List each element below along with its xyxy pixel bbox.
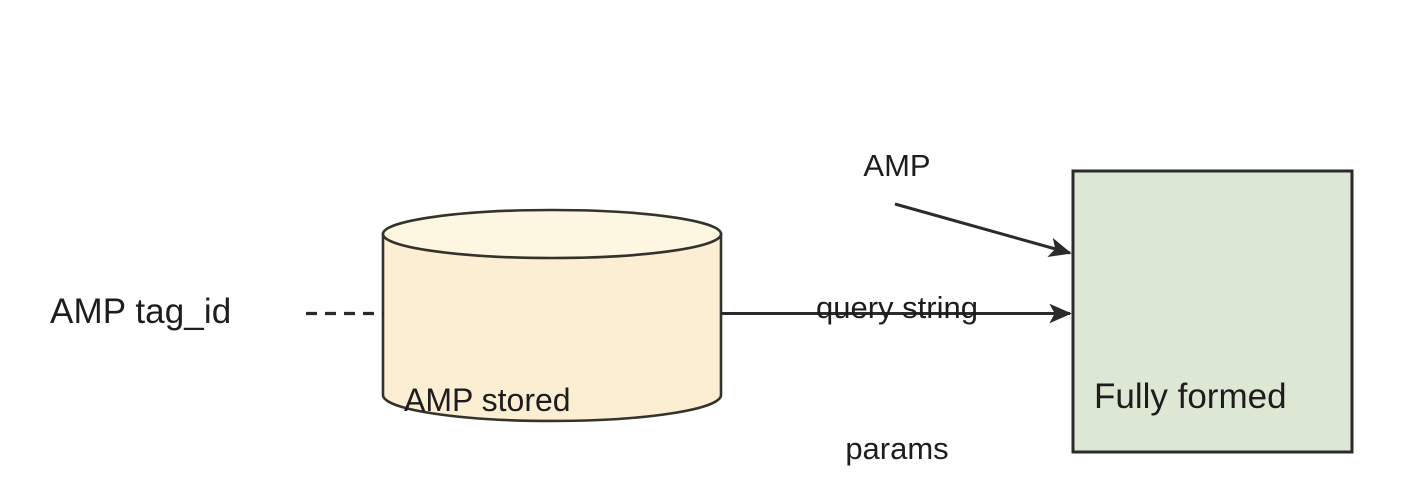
amp-tag-id-label: AMP tag_id (50, 292, 232, 331)
query-string-params-label: AMP query string params (790, 48, 1004, 498)
ortb-box[interactable] (1071, 169, 1354, 454)
ortb-box-label-line-1: Fully formed (1094, 377, 1287, 417)
cylinder-body (381, 232, 723, 423)
query-string-params-line-3: params (845, 430, 949, 466)
query-string-params-line-1: AMP (863, 148, 931, 184)
cylinder-top-ellipse (381, 208, 723, 260)
stored-request-label-line-1: AMP stored (404, 381, 571, 418)
stored-request-cylinder[interactable] (381, 208, 723, 423)
edge-query-params-to-ortb (894, 202, 1072, 257)
query-string-params-line-2: query string (816, 289, 978, 325)
stored-request-label: AMP stored request template (404, 282, 642, 498)
ortb-box-label: Fully formed ORTB (1094, 273, 1287, 498)
